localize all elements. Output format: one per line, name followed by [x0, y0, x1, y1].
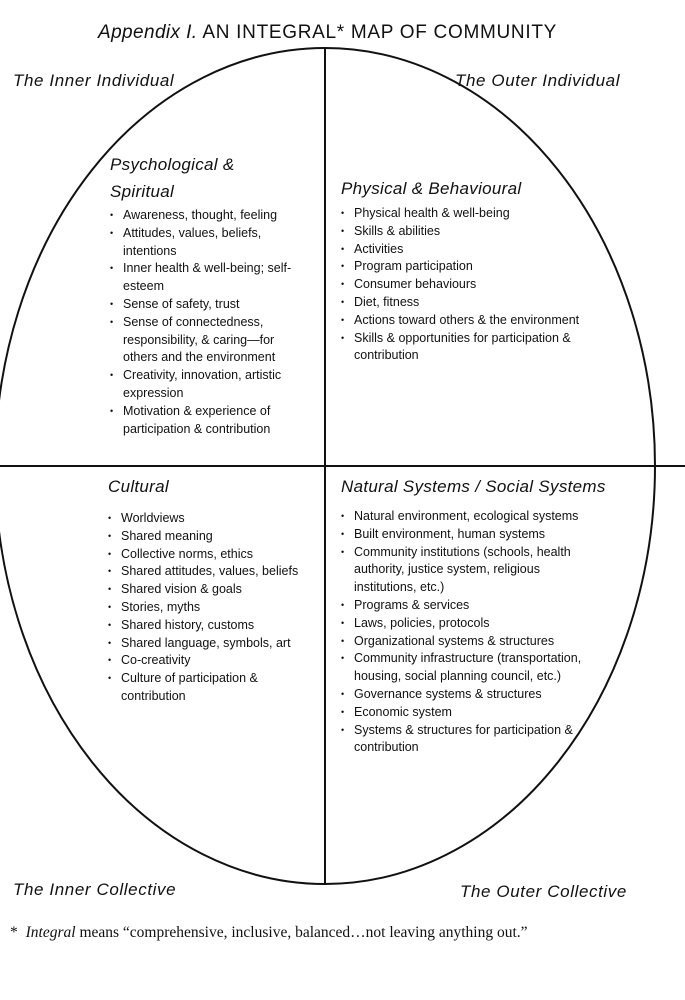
- list-item: Activities: [341, 241, 631, 259]
- list-item: Inner health & well-being; self-esteem: [110, 260, 306, 296]
- list-item: Programs & services: [341, 597, 603, 615]
- list-item: Actions toward others & the environment: [341, 312, 631, 330]
- list-item: Awareness, thought, feeling: [110, 207, 306, 225]
- quadrant-list-physical-behavioural: Physical health & well-being Skills & ab…: [341, 205, 631, 365]
- list-item: Physical health & well-being: [341, 205, 631, 223]
- quadrant-list-cultural: Worldviews Shared meaning Collective nor…: [108, 510, 308, 706]
- page-title-lead: Appendix I.: [98, 22, 198, 43]
- list-item: Creativity, innovation, artistic express…: [110, 367, 306, 403]
- list-item: Built environment, human systems: [341, 526, 603, 544]
- quadrant-list-psychological-spiritual: Awareness, thought, feeling Attitudes, v…: [110, 207, 306, 438]
- list-item: Shared language, symbols, art: [108, 635, 308, 653]
- list-item: Community infrastructure (transportation…: [341, 650, 603, 686]
- list-item: Skills & abilities: [341, 223, 631, 241]
- quadrant-title-line: Spiritual: [110, 182, 175, 201]
- quadrant-title-line: Psychological &: [110, 155, 235, 174]
- list-item: Culture of participation & contribution: [108, 670, 308, 706]
- list-item: Shared vision & goals: [108, 581, 308, 599]
- footnote-mark: *: [10, 924, 18, 941]
- list-item: Community institutions (schools, health …: [341, 544, 603, 597]
- quadrant-list-natural-social-systems: Natural environment, ecological systems …: [341, 508, 603, 757]
- list-item: Consumer behaviours: [341, 276, 631, 294]
- list-item: Governance systems & structures: [341, 686, 603, 704]
- list-item: Economic system: [341, 704, 603, 722]
- footnote-term: Integral: [25, 924, 76, 941]
- quadrant-title-psychological-spiritual: Psychological & Spiritual: [110, 151, 235, 205]
- list-item: Shared history, customs: [108, 617, 308, 635]
- list-item: Attitudes, values, beliefs, intentions: [110, 225, 306, 261]
- list-item: Stories, myths: [108, 599, 308, 617]
- list-item: Collective norms, ethics: [108, 546, 308, 564]
- quadrant-title-natural-social-systems: Natural Systems / Social Systems: [341, 477, 606, 496]
- list-item: Program participation: [341, 258, 631, 276]
- list-item: Diet, fitness: [341, 294, 631, 312]
- corner-label-outer-individual: The Outer Individual: [455, 71, 621, 90]
- page-title-main: AN INTEGRAL* MAP OF COMMUNITY: [202, 22, 557, 43]
- list-item: Shared attitudes, values, beliefs: [108, 563, 308, 581]
- list-item: Sense of safety, trust: [110, 296, 306, 314]
- list-item: Motivation & experience of participation…: [110, 403, 306, 439]
- list-item: Organizational systems & structures: [341, 633, 603, 651]
- list-item: Sense of connectedness, responsibility, …: [110, 314, 306, 367]
- list-item: Systems & structures for participation &…: [341, 722, 603, 758]
- footnote: * Integral means “comprehensive, inclusi…: [10, 924, 528, 942]
- corner-label-inner-individual: The Inner Individual: [13, 71, 175, 90]
- quadrant-title-physical-behavioural: Physical & Behavioural: [341, 179, 522, 198]
- footnote-text: means “comprehensive, inclusive, balance…: [79, 924, 528, 941]
- quadrant-title-cultural: Cultural: [108, 477, 169, 496]
- list-item: Natural environment, ecological systems: [341, 508, 603, 526]
- list-item: Laws, policies, protocols: [341, 615, 603, 633]
- list-item: Worldviews: [108, 510, 308, 528]
- corner-label-inner-collective: The Inner Collective: [13, 880, 177, 899]
- list-item: Co-creativity: [108, 652, 308, 670]
- list-item: Shared meaning: [108, 528, 308, 546]
- page-title: Appendix I. AN INTEGRAL* MAP OF COMMUNIT…: [98, 22, 557, 44]
- list-item: Skills & opportunities for participation…: [341, 330, 631, 366]
- corner-label-outer-collective: The Outer Collective: [460, 882, 627, 901]
